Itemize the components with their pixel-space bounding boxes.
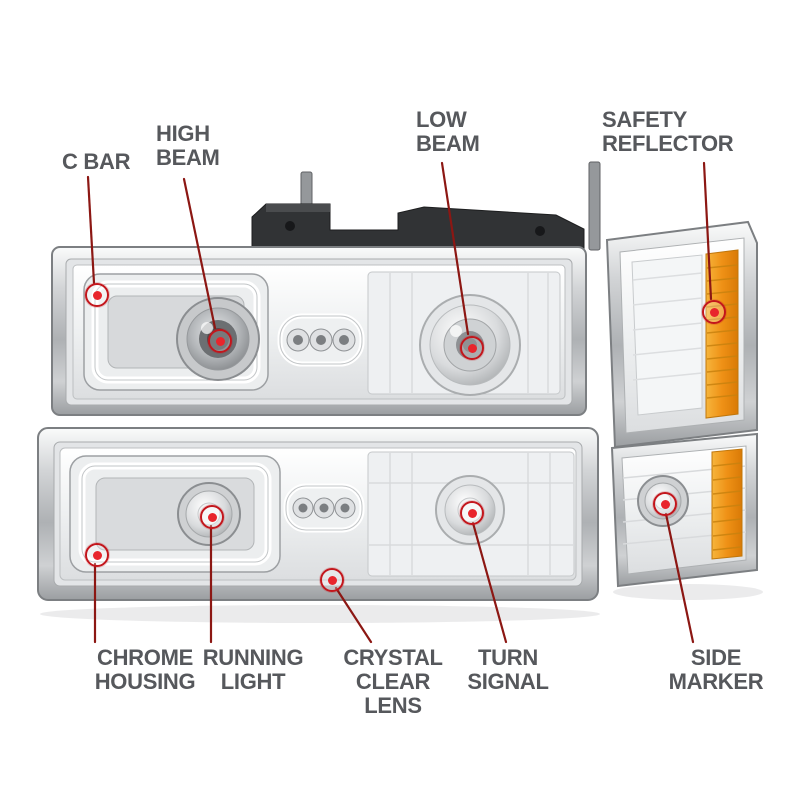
shadows [40,584,763,623]
high-beam-marker [208,329,232,353]
label-crystal-clear-lens: CRYSTAL CLEAR LENS [343,645,443,718]
running-light-marker [200,505,224,529]
label-turn-signal: TURN SIGNAL [467,645,549,694]
label-running-light: RUNNING LIGHT [202,645,304,694]
mounting-brackets [251,161,601,253]
low-beam-reflector [367,271,561,396]
callout-lines [86,161,713,644]
crystal-clear-lens-marker [320,568,344,592]
crystal-clear-lens-line [334,586,373,644]
c-bar-line [86,175,96,285]
safety-reflector-line [702,161,713,301]
c-bar-marker [85,283,109,307]
corner-lamp-upper [605,220,758,449]
led-strip-lower [283,483,365,533]
corner-lamp-lower [610,432,758,588]
label-low-beam: LOW BEAM [416,107,480,156]
side-marker-strip [711,448,743,560]
side-marker-line [664,512,695,644]
label-c-bar: C BAR [62,149,131,174]
label-safety-reflector: SAFETY REFLECTOR [602,107,734,156]
chrome-housing-marker [85,543,109,567]
label-side-marker: SIDE MARKER [668,645,764,694]
turn-signal-marker [460,501,484,525]
high-beam-line [182,177,217,330]
label-chrome-housing: CHROME HOUSING [94,645,196,694]
led-strip-upper [277,313,365,367]
upper-headlight [51,246,587,416]
turn-signal-line [471,521,508,644]
safety-reflector-marker [702,300,726,324]
side-marker-marker [653,492,677,516]
low-beam-marker [460,336,484,360]
lower-light-bar [37,427,599,601]
label-high-beam: HIGH BEAM [156,121,220,170]
low-beam-line [440,161,470,336]
